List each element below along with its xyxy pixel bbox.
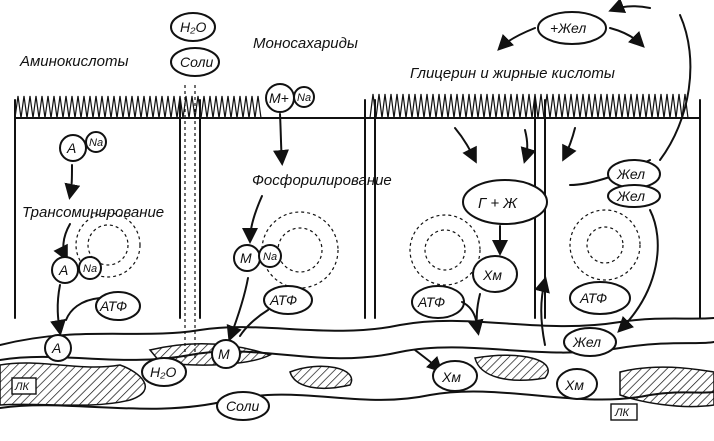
blob-plus-iron	[537, 11, 607, 45]
nucleus-2	[261, 211, 339, 289]
vessel-hatched-3	[289, 365, 353, 390]
label-salts-top: Соли	[180, 54, 213, 70]
blob-amino-a-3	[44, 334, 72, 362]
blob-mono-m-2	[211, 339, 241, 369]
label-iron-1: Жел	[616, 166, 645, 182]
microvilli-brush-border-2	[369, 93, 689, 119]
arrow-fat-in-2	[520, 129, 537, 164]
arrow-amino-down	[64, 164, 81, 200]
blob-water-top	[170, 12, 216, 42]
label-atp-1: АТФ	[99, 298, 127, 314]
arrow-chylo-basal	[467, 293, 484, 336]
arrow-amino-basal	[50, 284, 66, 336]
blob-na-3	[293, 86, 315, 108]
arrow-mono-basal	[226, 277, 249, 342]
label-water-bottom: H₂O	[150, 364, 176, 380]
vessel-hatched-5	[619, 366, 714, 408]
label-amino-a-1: А	[66, 140, 76, 156]
blob-salts-bottom	[216, 391, 270, 421]
blob-glycerol-fat	[462, 179, 548, 225]
vessel-hatched-4	[474, 354, 549, 381]
label-glycerol-fatty-acids: Глицерин и жирные кислоты	[410, 65, 615, 82]
label-mono-m-2: М	[218, 346, 230, 362]
label-aminoacids: Аминокислоты	[19, 53, 129, 70]
microvilli-brush-border	[14, 95, 262, 119]
blob-chylo-2	[432, 360, 478, 392]
nucleus-1	[75, 212, 141, 278]
blob-na-4	[258, 244, 282, 268]
box-lk-1	[11, 377, 37, 395]
label-amino-a-3: А	[51, 340, 61, 356]
label-amino-a-2: А	[58, 262, 68, 278]
arrow-mono-down	[273, 113, 289, 166]
nucleus-3	[409, 214, 481, 286]
arrow-atp-1	[65, 297, 101, 321]
label-chylo-3: Хм	[564, 377, 584, 393]
label-na-2: Na	[83, 263, 97, 275]
arrow-atp-3	[461, 301, 477, 321]
label-phosphorylation: Фосфорилирование	[252, 172, 392, 189]
label-iron-2: Жел	[616, 188, 645, 204]
label-chylo-2: Хм	[441, 369, 461, 385]
arrow-iron-right	[609, 27, 645, 48]
label-water-top: H₂O	[180, 19, 206, 35]
arrow-atp-2	[239, 309, 269, 337]
blob-iron-3	[563, 327, 617, 357]
label-transamination: Трансоминирование	[22, 204, 164, 221]
arrow-iron-right-curve	[659, 14, 692, 161]
blob-atp-2	[263, 285, 313, 315]
label-na-1: Na	[89, 137, 103, 149]
label-na-4: Na	[263, 251, 277, 263]
arrow-iron-left	[497, 27, 536, 51]
arrow-iron-basal	[617, 209, 659, 333]
label-glycerol-fat: Г + Ж	[478, 195, 518, 212]
blob-amino-a-1	[59, 134, 87, 162]
blob-chylo-1	[472, 255, 518, 293]
label-iron-3: Жел	[572, 334, 601, 350]
arrow-amino-down-2	[53, 223, 71, 262]
blob-salts-top	[170, 47, 220, 77]
label-monosaccharides: Моносахариды	[253, 35, 358, 52]
blob-atp-4	[569, 281, 631, 315]
blob-iron-2	[607, 184, 661, 208]
label-salts-bottom: Соли	[226, 398, 259, 414]
nucleus-4	[569, 209, 641, 281]
label-plus-iron: +Жел	[550, 20, 586, 36]
blob-water-bottom	[141, 357, 187, 387]
blob-amino-a-2	[51, 256, 79, 284]
label-lk-1: ЛК	[14, 381, 30, 393]
arrow-fat-in-1	[454, 127, 477, 164]
label-mono-mplus: М+	[269, 90, 289, 106]
label-atp-4: АТФ	[579, 290, 607, 306]
label-na-3: Na	[297, 92, 311, 104]
label-lk-2: ЛК	[614, 407, 630, 419]
nucleus-3-inner	[424, 229, 466, 271]
label-atp-2: АТФ	[269, 292, 297, 308]
blob-chylo-3	[556, 368, 598, 400]
basal-tissue-2	[0, 341, 714, 361]
label-mono-m-1: М	[240, 250, 252, 266]
arrow-iron-up	[534, 276, 550, 346]
nucleus-4-inner	[586, 226, 624, 264]
blob-na-1	[85, 131, 107, 153]
label-chylo-1: Хм	[482, 267, 502, 283]
arrow-iron-top	[608, 0, 651, 13]
blob-na-2	[78, 256, 102, 280]
label-atp-3: АТФ	[417, 294, 445, 310]
nucleus-1-inner	[87, 224, 129, 266]
box-lk-2	[610, 403, 638, 421]
arrow-iron-in	[562, 127, 577, 162]
blob-atp-1	[95, 291, 141, 321]
arrow-mono-down-2	[242, 195, 263, 244]
nucleus-2-inner	[277, 227, 323, 273]
